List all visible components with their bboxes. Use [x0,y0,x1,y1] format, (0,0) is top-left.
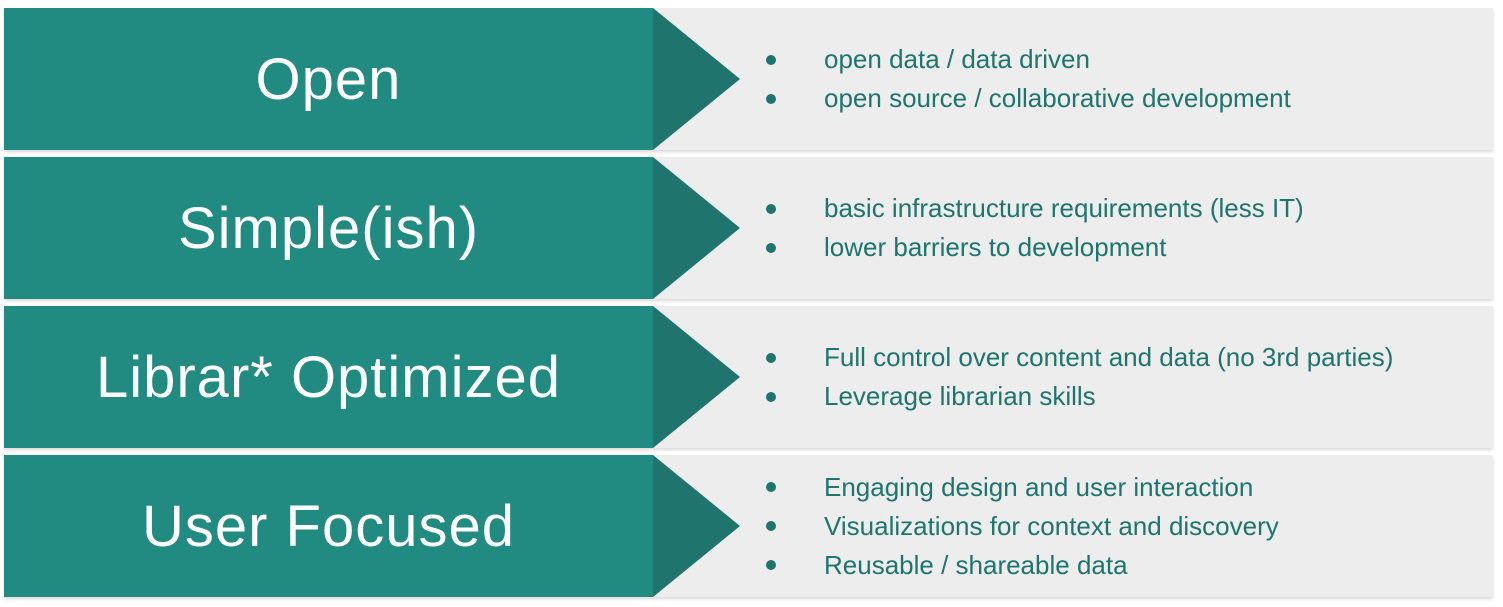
bullet-list-librar-optimized: Full control over content and data (no 3… [740,306,1493,448]
row-user-focused: User Focused Engaging design and user in… [4,455,1493,597]
bullet-dot-icon [766,242,776,253]
row-librar-optimized: Librar* Optimized Full control over cont… [4,306,1493,448]
bullet-text: open source / collaborative development [824,83,1291,113]
bullet-text: lower barriers to development [824,232,1167,262]
bullet-text: open data / data driven [824,44,1090,74]
arrow-tip-icon [653,157,740,299]
arrow-label: Open [255,46,402,112]
arrow-tip-icon [653,8,740,150]
bullet-text: Engaging design and user interaction [824,471,1254,502]
arrow-shape-open: Open [4,8,653,150]
bullet-dot-icon [766,93,776,104]
arrow-tip-icon [653,455,740,597]
arrow-shape-simple: Simple(ish) [4,157,653,299]
bullet-item: Engaging design and user interaction [740,468,1493,507]
bullet-item: Full control over content and data (no 3… [740,338,1493,377]
bullet-text: Leverage librarian skills [824,381,1096,411]
bullet-dot-icon [766,482,776,492]
arrow-label: User Focused [141,493,516,559]
bullet-item: open source / collaborative development [740,79,1493,118]
bullet-dot-icon [766,352,776,363]
bullet-item: open data / data driven [740,40,1493,79]
arrow-shape-user-focused: User Focused [4,455,653,597]
bullet-list-simple: basic infrastructure requirements (less … [740,157,1493,299]
bullet-item: basic infrastructure requirements (less … [740,189,1493,228]
bullet-item: Visualizations for context and discovery [740,507,1493,546]
arrow-tip-icon [653,306,740,448]
bullet-list-user-focused: Engaging design and user interaction Vis… [740,455,1493,597]
bullet-dot-icon [766,560,776,570]
arrow-shape-librar-optimized: Librar* Optimized [4,306,653,448]
bullet-dot-icon [766,521,776,531]
bullet-item: lower barriers to development [740,228,1493,267]
bullet-text: Visualizations for context and discovery [824,510,1279,541]
bullet-list-open: open data / data driven open source / co… [740,8,1493,150]
bullet-text: Full control over content and data (no 3… [824,342,1394,372]
row-simple: Simple(ish) basic infrastructure require… [4,157,1493,299]
arrow-label: Librar* Optimized [95,344,562,410]
arrow-label: Simple(ish) [177,195,480,261]
bullet-text: basic infrastructure requirements (less … [824,193,1304,223]
row-open: Open open data / data driven open source… [4,8,1493,150]
bullet-item: Leverage librarian skills [740,377,1493,416]
bullet-dot-icon [766,54,776,65]
bullet-item: Reusable / shareable data [740,546,1493,585]
bullet-dot-icon [766,203,776,214]
bullet-dot-icon [766,391,776,402]
bullet-text: Reusable / shareable data [824,549,1128,580]
